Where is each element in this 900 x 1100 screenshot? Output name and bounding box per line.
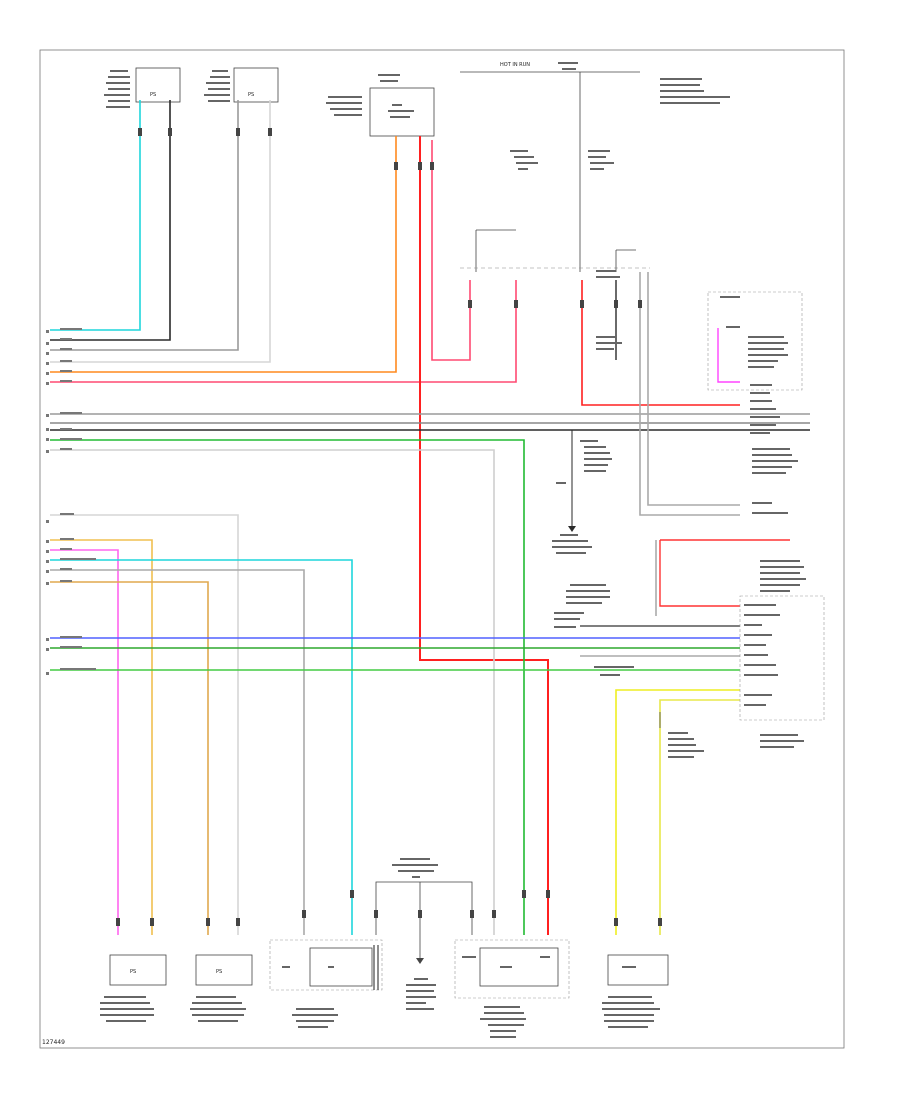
wire-tan-2 [50,581,209,935]
inflatable-restraint-module [454,939,570,1038]
wire-wht-2 [50,514,239,935]
wire-gry-2 [50,449,495,935]
body-control-module [707,291,803,514]
wire-red-right [581,280,740,406]
wire-dk-grn [50,439,525,935]
engine-control-module [554,560,825,758]
occupant-sensing-module [269,939,383,1028]
wires-lower [50,514,790,935]
connector-terminals [116,128,662,926]
steering-sensor [375,858,473,1010]
wire-red-main [419,136,549,935]
wire-yellow-2 [659,699,740,935]
sensor-tag: PS [150,92,156,98]
wires-top [50,100,810,935]
right-rear-sensor: PS [104,67,181,108]
wire-yellow [615,689,740,935]
fuse-block [326,74,435,137]
power-header: HOT IN RUN [460,62,730,272]
wire-blk [50,100,171,341]
diagram-border [39,49,845,1049]
wire-lt-blu [50,100,141,331]
hot-in-run-label: HOT IN RUN [500,62,530,68]
wire-pnk-mid [431,140,471,361]
sensor-tag: PS [130,969,136,975]
wire-lt-blu-2 [50,559,353,935]
sensor-tag: PS [216,969,222,975]
wire-gry [50,100,239,351]
left-wire-labels [46,328,96,675]
wire-pnk-left [50,280,517,383]
left-rear-sensor: PS [204,67,279,103]
wire-org [50,136,397,373]
right-front-sensor: PS [190,954,253,1022]
wire-tan-1 [50,539,153,935]
wire-wht [50,100,271,363]
wire-gry-3 [50,569,305,935]
left-front-sensor: PS [100,954,167,1022]
sensor-caption-lines [104,70,130,108]
seat-sensor [602,954,669,1028]
figure-id: 127449 [42,1039,65,1046]
splice-labels [552,270,622,554]
wire-pnk-2 [50,549,119,935]
sensor-tag: PS [248,92,254,98]
wire-red-2 [659,540,740,607]
